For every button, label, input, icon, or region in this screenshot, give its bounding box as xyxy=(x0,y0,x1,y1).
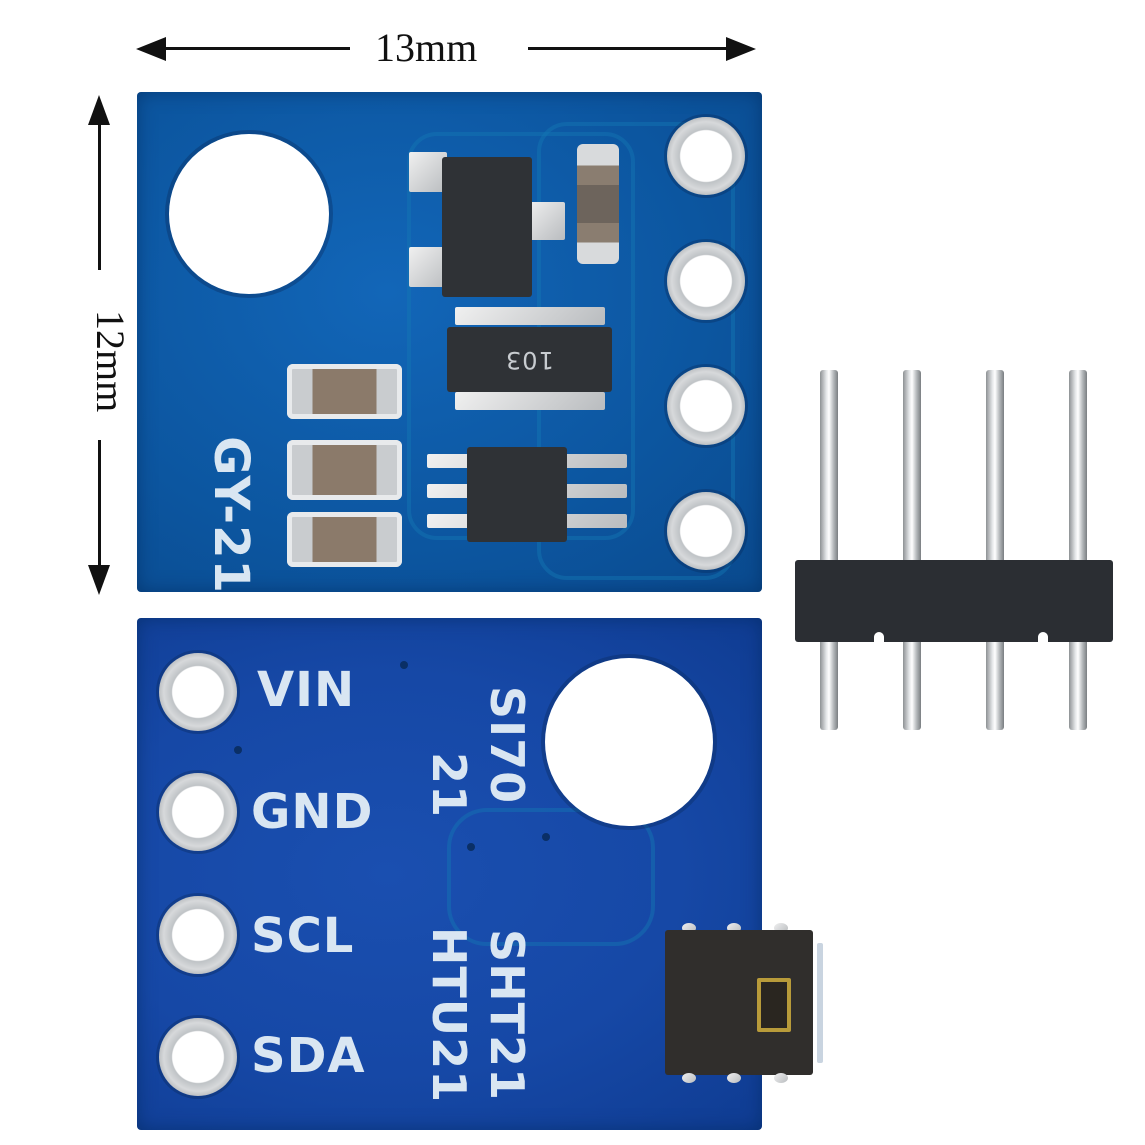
via xyxy=(467,843,475,851)
arrow-right-icon xyxy=(726,37,756,61)
pin-pad-2 xyxy=(667,242,745,320)
header-pin-1 xyxy=(820,370,838,730)
pin-label-sda: SDA xyxy=(251,1028,366,1084)
pin-pad-3 xyxy=(667,367,745,445)
width-arrow-right-line xyxy=(528,47,728,50)
sensor-window xyxy=(757,978,791,1032)
solder-pad xyxy=(527,202,565,240)
pcb-trace xyxy=(447,808,655,946)
regulator-chip xyxy=(467,447,567,542)
sensor-pin xyxy=(682,923,696,933)
sot23-chip xyxy=(442,157,532,297)
sensor-side-marker xyxy=(817,943,823,1063)
board-model-label: GY-21 xyxy=(203,436,259,594)
pin-pad-1 xyxy=(667,117,745,195)
solder-pad xyxy=(455,307,605,325)
chip-label-21: 21 xyxy=(422,751,476,818)
pin-pad-gnd xyxy=(159,773,237,851)
arrow-up-icon xyxy=(88,95,110,125)
header-pin-2 xyxy=(903,370,921,730)
height-dimension-label: 12mm xyxy=(88,310,133,413)
pin-pad-vin xyxy=(159,653,237,731)
chip-label-htu21: HTU21 xyxy=(422,926,476,1104)
chip-label-si70: SI70 xyxy=(480,685,534,805)
pin-label-scl: SCL xyxy=(251,908,355,964)
arrow-left-icon xyxy=(136,37,166,61)
via xyxy=(542,833,550,841)
resistor-array-chip: 103 xyxy=(447,327,612,392)
sensor-pin xyxy=(727,1073,741,1083)
chip-label-sht21: SHT21 xyxy=(480,928,534,1102)
sensor-pin xyxy=(727,923,741,933)
arrow-down-icon xyxy=(88,565,110,595)
solder-pad xyxy=(409,152,447,192)
header-pin-4 xyxy=(1069,370,1087,730)
pin-label-gnd: GND xyxy=(251,784,374,840)
mounting-hole-pad xyxy=(169,134,329,294)
smd-resistor xyxy=(577,144,619,264)
mounting-hole-pad xyxy=(545,658,713,826)
smd-capacitor xyxy=(287,364,402,419)
width-dimension-label: 13mm xyxy=(375,25,478,70)
header-pin-3 xyxy=(986,370,1004,730)
pin-pad-scl xyxy=(159,896,237,974)
pin-pad-4 xyxy=(667,492,745,570)
smd-capacitor xyxy=(287,512,402,567)
sensor-pin xyxy=(774,1073,788,1083)
solder-pad xyxy=(455,392,605,410)
header-plastic-body xyxy=(795,560,1113,642)
height-arrow-top-line xyxy=(98,120,101,270)
sensor-pin xyxy=(774,923,788,933)
via xyxy=(234,746,242,754)
via xyxy=(400,661,408,669)
humidity-sensor-chip xyxy=(665,930,813,1075)
top-pcb-board: GY-21 103 xyxy=(137,92,762,594)
pin-label-vin: VIN xyxy=(257,662,356,718)
smd-capacitor xyxy=(287,440,402,500)
height-arrow-bottom-line xyxy=(98,440,101,570)
header-notch xyxy=(874,632,884,642)
pin-header xyxy=(790,368,1120,733)
header-notch xyxy=(1038,632,1048,642)
bottom-pcb-board: VIN GND SCL SDA SI70 21 SHT21 HTU21 xyxy=(137,618,823,1130)
sensor-pin xyxy=(682,1073,696,1083)
resistor-array-marking: 103 xyxy=(505,345,554,374)
pin-pad-sda xyxy=(159,1018,237,1096)
width-arrow-left-line xyxy=(150,47,350,50)
